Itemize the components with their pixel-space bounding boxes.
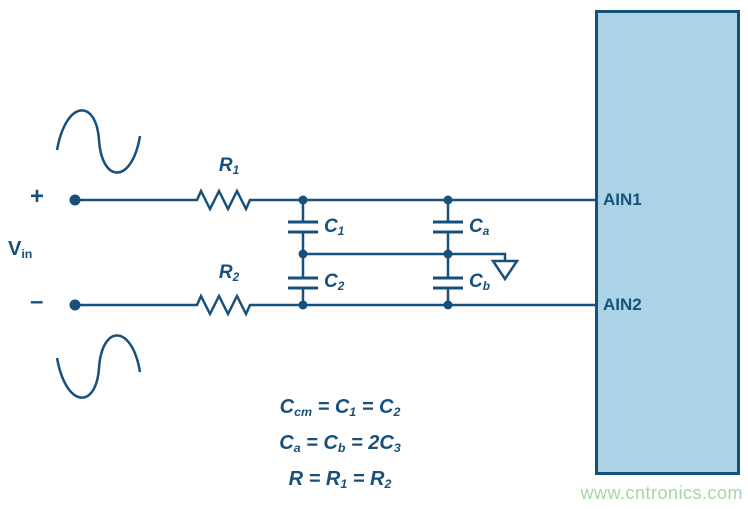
sine-wave-bottom-icon [55,334,142,399]
vin-sub: in [21,247,33,262]
eq2-t4: = [345,432,369,454]
wire-ain1 [75,188,595,212]
equation-line-1: Ccm = C1 = C2 [230,390,450,426]
common-mode-wire [303,252,507,261]
equation-line-3: R = R1 = R2 [230,462,450,498]
resistor-r2-label: R2 [206,262,252,284]
c2-sub: 2 [337,280,345,294]
minus-sign: – [30,288,44,315]
vin-label: Vin [8,238,32,261]
pin-ain2-label: AIN2 [603,295,642,314]
eq3-t4: = [347,468,371,490]
capacitor-c2-label: C2 [324,271,344,293]
eq1-s1: cm [294,405,313,420]
eq1-t4: = [356,396,379,418]
resistor-r1-label: R1 [206,155,252,177]
c1-name: C [324,216,338,237]
capacitor-c1-label: C1 [324,216,344,238]
eq1-t3: C [334,396,350,418]
eq2-s1: a [293,441,301,456]
eq2-t2: = [300,432,324,454]
equation-line-2: Ca = Cb = 2C3 [230,426,450,462]
eq2-t1: C [279,432,294,454]
eq1-t1: C [279,396,295,418]
capacitor-cb-label: Cb [469,271,490,293]
cb-name: C [469,271,483,292]
eq2-s3: b [337,441,346,456]
vin-main: V [8,238,22,260]
capacitor-ca-label: Ca [469,216,489,238]
eq1-t5: C [378,396,394,418]
junction-dots [69,194,453,311]
cb-sub: b [482,280,490,294]
r2-name: R [218,262,233,283]
c2-name: C [324,271,338,292]
ca-name: C [469,216,483,237]
minus-terminal-label: – [30,290,43,314]
plus-sign: + [30,183,45,210]
capacitor-c2-plates [288,276,318,290]
c1-sub: 1 [337,225,345,239]
wire-ain2 [75,293,595,317]
r2-sub: 2 [232,271,240,285]
eq1-s5: 2 [393,405,401,420]
watermark: www.cntronics.com [580,483,743,503]
capacitor-c1-plates [288,220,318,234]
r1-name: R [218,155,233,176]
capacitor-cb-plates [433,276,463,290]
adc-block [595,10,740,475]
eq3-t5: R [370,468,385,490]
eq3-s5: 2 [384,477,392,492]
eq2-t3: C [323,432,338,454]
plus-terminal-label: + [30,185,44,209]
eq2-s5: 3 [393,441,401,456]
ca-sub: a [482,225,490,239]
equations: Ccm = C1 = C2 Ca = Cb = 2C3 R = R1 = R2 [230,390,450,498]
ground-icon [490,259,520,282]
eq3-t3: R [325,468,341,490]
r1-sub: 1 [232,164,240,178]
capacitor-ca-plates [433,220,463,234]
eq2-t5: 2C [368,432,394,454]
eq3-s3: 1 [340,477,348,492]
sine-wave-top-icon [55,109,142,174]
pin-ain1-label: AIN1 [603,190,642,209]
eq1-s3: 1 [349,405,357,420]
eq3-t1: R [288,468,304,490]
eq1-t2: = [312,396,335,418]
eq3-t2: = [303,468,326,490]
